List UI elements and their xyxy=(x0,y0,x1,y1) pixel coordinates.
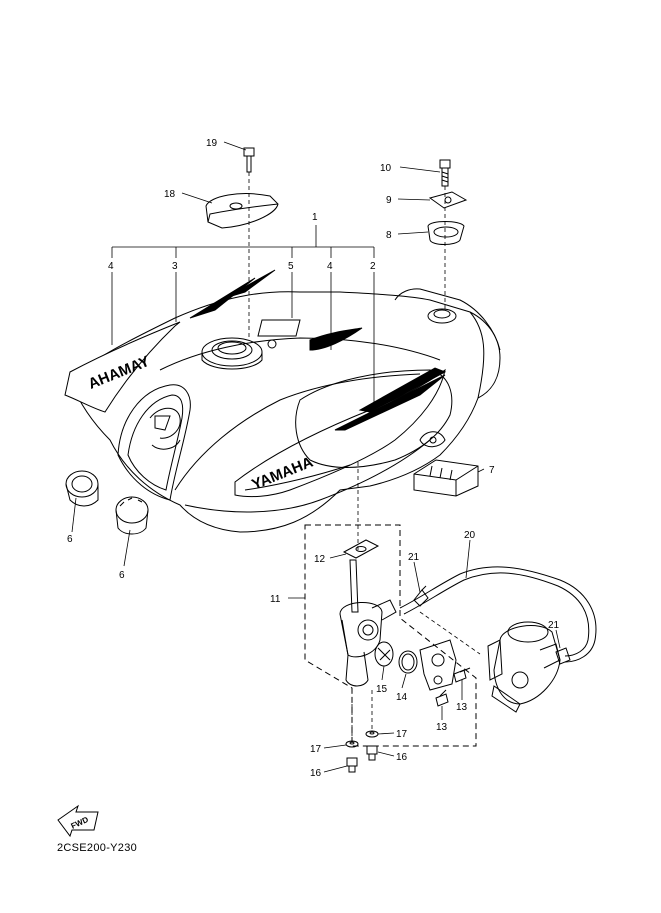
tank-logo-main: YAMAHA xyxy=(249,454,315,494)
oring-14 xyxy=(398,650,418,674)
callout-17a: 17 xyxy=(310,744,322,755)
callout-6b: 6 xyxy=(119,570,125,581)
callout-12: 12 xyxy=(314,554,326,565)
callout-14: 14 xyxy=(396,692,408,703)
callout-17b: 17 xyxy=(396,729,408,740)
fuel-gauge-window xyxy=(257,319,301,337)
callout-4b: 4 xyxy=(327,261,333,272)
callout-21b: 21 xyxy=(548,620,560,631)
callout-4a: 4 xyxy=(108,261,114,272)
hose-clip-21a xyxy=(413,585,429,607)
fuel-tank xyxy=(69,288,501,533)
cap-part-6a xyxy=(65,470,99,507)
bolt-16a xyxy=(346,757,358,773)
side-stripe-decal xyxy=(234,368,446,498)
callout-13a: 13 xyxy=(456,702,468,713)
callout-2: 2 xyxy=(370,261,376,272)
screw-19 xyxy=(243,147,255,173)
callout-13b: 13 xyxy=(436,722,448,733)
callout-21a: 21 xyxy=(408,552,420,563)
cap-part-6b xyxy=(115,496,149,535)
callout-numbers: 1 2 3 4 4 5 6 6 7 8 9 10 11 12 13 13 14 … xyxy=(67,138,560,779)
callout-8: 8 xyxy=(386,230,392,241)
leader-lines xyxy=(71,141,561,773)
diagram-code: 2CSE200-Y230 xyxy=(57,842,138,854)
callout-11: 11 xyxy=(270,594,281,605)
screw-13a xyxy=(453,667,471,683)
callout-16b: 16 xyxy=(396,752,408,763)
front-stripe-decal xyxy=(64,321,181,413)
callout-10: 10 xyxy=(380,163,392,174)
bolt-16b xyxy=(366,745,378,761)
rear-mount-boss xyxy=(427,308,457,324)
filter-15 xyxy=(374,641,394,667)
callout-1: 1 xyxy=(312,212,318,223)
fuel-cock xyxy=(339,559,397,687)
carburetor xyxy=(487,621,561,713)
knee-pad-emblem xyxy=(149,407,181,450)
fwd-arrow-icon xyxy=(57,804,99,838)
callout-9: 9 xyxy=(386,195,392,206)
callout-19: 19 xyxy=(206,138,218,149)
callout-3: 3 xyxy=(172,261,178,272)
bolt-10 xyxy=(439,159,451,187)
washer-17a xyxy=(345,740,359,748)
fuel-hose-20 xyxy=(399,566,597,663)
callout-15: 15 xyxy=(376,684,388,695)
callout-16a: 16 xyxy=(310,768,322,779)
fuel-cock-group-box xyxy=(304,524,477,747)
screw-13b xyxy=(435,689,449,707)
gasket-12 xyxy=(342,539,380,559)
callout-20: 20 xyxy=(464,530,476,541)
washer-9 xyxy=(428,191,468,209)
filler-neck xyxy=(201,337,263,370)
callout-18: 18 xyxy=(164,189,176,200)
fwd-label: FWD xyxy=(69,815,90,831)
callout-7: 7 xyxy=(489,465,495,476)
washer-17b xyxy=(365,730,379,738)
tank-pad-7 xyxy=(413,459,479,497)
callout-5: 5 xyxy=(288,261,294,272)
cap-cover-18 xyxy=(205,193,279,229)
rubber-damper-8 xyxy=(427,221,465,245)
hose-clip-21b xyxy=(555,647,571,665)
callout-6a: 6 xyxy=(67,534,73,545)
cover-plate-14 xyxy=(419,639,457,691)
